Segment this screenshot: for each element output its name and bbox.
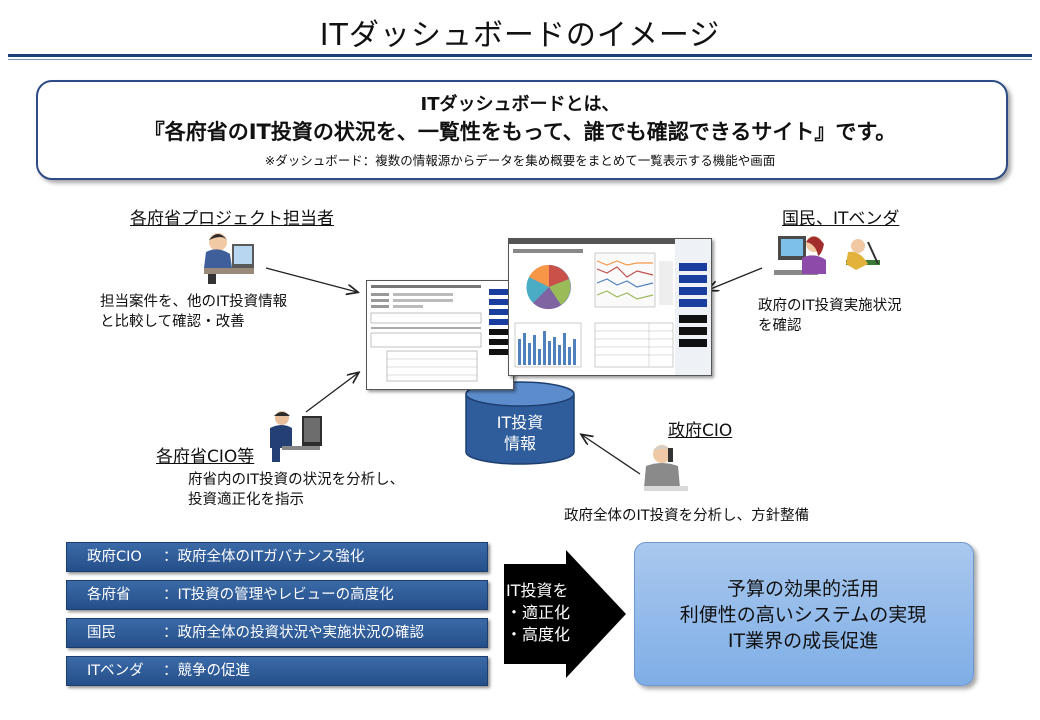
actor-desc-citizens-1: 政府のIT投資実施状況 (758, 298, 902, 314)
role-bar-ministries: 各府省 ：IT投資の管理やレビューの高度化 (66, 580, 488, 610)
title-divider (8, 54, 1032, 57)
definition-statement: 『各府省のIT投資の状況を、一覧性をもって、誰でも確認できるサイト』です。 (143, 120, 897, 144)
project-detail-thumbnail (370, 285, 509, 382)
role-bar-citizens: 国民 ：政府全体の投資状況や実施状況の確認 (66, 618, 488, 648)
definition-note: ※ダッシュボード：複数の情報源からデータを集め概要をまとめて一覧表示する機能や画… (264, 153, 776, 168)
page-title: ITダッシュボードのイメージ (319, 18, 721, 53)
improvement-arrow (504, 550, 626, 678)
project-detail-screenshot (366, 280, 514, 390)
actor-desc-project-2: と比較して確認・改善 (100, 314, 245, 330)
definition-box (36, 80, 1008, 180)
actor-desc-ministry-cio-2: 投資適正化を指示 (188, 492, 304, 508)
role-text: ：政府全体のITガバナンス強化 (163, 549, 365, 565)
outcome-usability: 利便性の高いシステムの実現 (679, 604, 927, 626)
role-name: ITベンダ (87, 663, 144, 679)
role-text: ：競争の促進 (163, 663, 250, 679)
role-name: 国民 (87, 625, 116, 641)
dashboard-screenshot (508, 238, 712, 376)
role-bar-it-vendors: ITベンダ ：競争の促進 (66, 656, 488, 686)
actor-label-gov-cio: 政府CIO (668, 421, 733, 441)
title-divider-thin (8, 59, 1032, 60)
outcome-budget: 予算の効果的活用 (726, 578, 879, 600)
citizens-vendors-icon (774, 236, 880, 275)
actor-label-ministry-cio: 各府省CIO等 (156, 447, 255, 467)
role-name: 政府CIO (87, 549, 142, 565)
actor-label-citizens: 国民、ITベンダ (782, 209, 900, 229)
database-label: IT投資 情報 (496, 413, 544, 453)
gov-cio-phone-icon (644, 445, 688, 491)
office-worker-icon (204, 233, 254, 284)
ministry-cio-icon (270, 411, 322, 462)
role-bar-gov-cio: 政府CIO ：政府全体のITガバナンス強化 (66, 542, 488, 572)
definition-heading: ITダッシュボードとは、 (420, 94, 620, 115)
actor-desc-citizens-2: を確認 (758, 318, 802, 334)
improvement-arrow-text: IT投資を ・適正化 ・高度化 (506, 581, 571, 644)
role-text: ：IT投資の管理やレビューの高度化 (163, 587, 394, 603)
actor-desc-project-1: 担当案件を、他のIT投資情報 (100, 294, 288, 310)
dashboard-thumbnail (509, 239, 711, 375)
role-text: ：政府全体の投資状況や実施状況の確認 (163, 625, 424, 641)
outcomes-box (634, 542, 974, 686)
actor-desc-gov-cio: 政府全体のIT投資を分析し、方針整備 (564, 508, 810, 524)
actor-desc-ministry-cio-1: 府省内のIT投資の状況を分析し、 (188, 472, 405, 488)
actor-label-project: 各府省プロジェクト担当者 (130, 209, 334, 229)
outcome-industry-growth: IT業界の成長促進 (727, 630, 879, 652)
role-name: 各府省 (87, 587, 131, 603)
